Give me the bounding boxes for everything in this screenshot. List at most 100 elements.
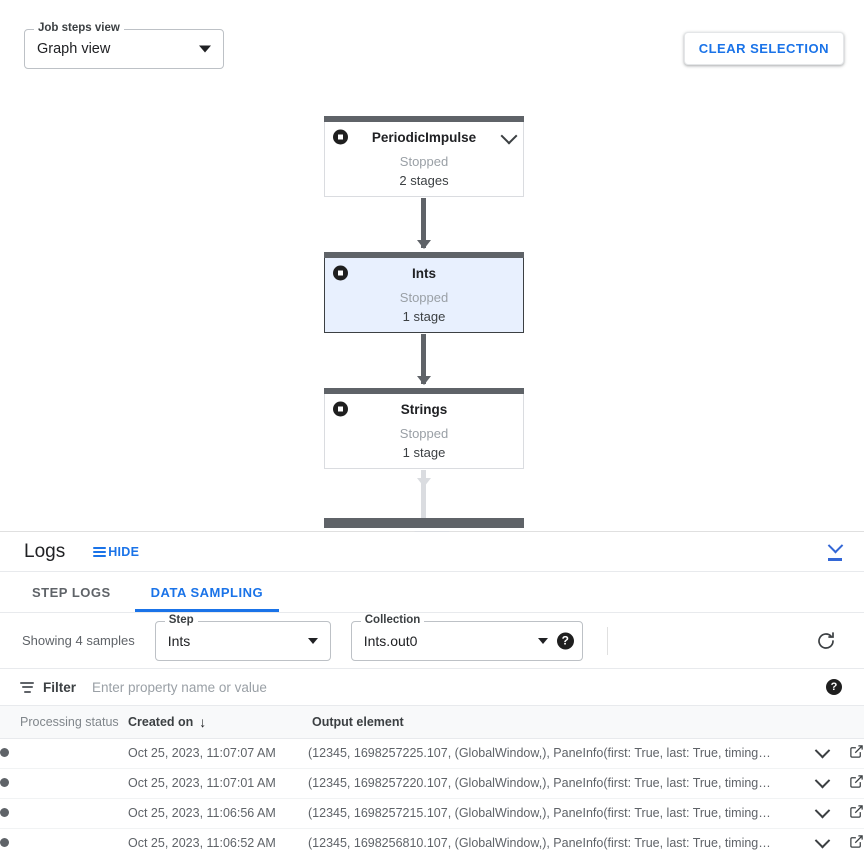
divider [606,626,608,655]
cell-output-element: (12345, 1698257220.107, (GlobalWindow,),… [308,768,782,799]
open-in-new-icon[interactable] [849,774,864,792]
cell-processing-status [0,798,128,829]
cell-created-on: Oct 25, 2023, 11:07:01 AM [128,768,308,799]
expand-row-chevron-down-icon[interactable] [814,772,830,788]
graph-edge-arrow [417,376,431,385]
hamburger-icon [93,546,107,557]
column-header-created-on[interactable]: Created on ↓ [128,706,308,739]
table-row[interactable]: Oct 25, 2023, 11:06:56 AM (12345, 169825… [0,798,864,829]
step-select-label: Step [164,613,198,627]
stop-status-icon [333,265,348,281]
graph-edge [421,334,426,384]
step-select-value: Ints [167,632,191,649]
graph-edge-arrow [417,478,431,487]
showing-samples-label: Showing 4 samples [22,633,135,648]
cell-created-on: Oct 25, 2023, 11:07:07 AM [128,738,308,769]
table-row[interactable]: Oct 25, 2023, 11:07:01 AM (12345, 169825… [0,768,864,799]
node-status-bar [324,388,524,394]
cell-row-actions [782,738,864,769]
cell-row-actions [782,798,864,829]
node-header: Strings [325,394,523,424]
chevron-down-icon [307,637,318,644]
job-graph-pane: Job steps view Graph view CLEAR SELECTIO… [0,22,864,532]
graph-node-ints[interactable]: Ints Stopped 1 stage [324,252,524,333]
step-select[interactable]: Step Ints [154,613,331,661]
expand-row-chevron-down-icon[interactable] [814,802,830,818]
logs-header: Logs HIDE [0,532,864,572]
clear-selection-button[interactable]: CLEAR SELECTION [683,32,844,65]
chevron-down-icon [537,637,548,644]
node-stages-text: 1 stage [402,309,446,324]
processing-status-dot [0,778,9,787]
hide-logs-label: HIDE [108,544,140,559]
node-header: Ints [325,258,523,288]
node-title: Strings [400,401,448,417]
column-header-processing-status[interactable]: Processing status [0,706,128,739]
chevron-down-icon [199,45,211,53]
open-in-new-icon[interactable] [849,744,864,762]
data-sampling-table: Processing status Created on ↓ Output el… [0,706,864,856]
filter-input[interactable] [90,678,864,696]
refresh-icon[interactable] [814,629,838,653]
processing-status-dot [0,808,9,817]
filter-row: Filter ? [0,669,864,706]
cell-output-element: (12345, 1698257215.107, (GlobalWindow,),… [308,798,782,829]
expand-row-chevron-down-icon[interactable] [814,742,830,758]
job-steps-view-label: Job steps view [34,22,124,35]
hide-logs-button[interactable]: HIDE [93,545,139,559]
table-header-row: Processing status Created on ↓ Output el… [0,706,864,739]
graph-edge [421,198,426,248]
cell-row-actions [782,768,864,799]
open-in-new-icon[interactable] [849,834,864,852]
filter-label: Filter [43,679,77,695]
column-header-label: Output element [312,714,404,729]
node-header: PeriodicImpulse [325,122,523,152]
node-status-bar [324,116,524,122]
collection-select[interactable]: Collection Ints.out0 ? [350,613,583,661]
processing-status-dot [0,838,9,847]
help-icon[interactable]: ? [826,679,842,695]
collection-select-label: Collection [360,613,425,627]
graph-node-strings[interactable]: Strings Stopped 1 stage [324,388,524,469]
help-icon[interactable]: ? [556,632,574,649]
job-steps-view-select[interactable]: Job steps view Graph view [24,22,224,69]
node-status-bar [324,252,524,258]
stop-status-icon [333,129,348,145]
node-title: PeriodicImpulse [371,129,477,145]
vertical-align-bottom-icon[interactable] [824,537,846,563]
stop-status-icon [333,401,348,417]
node-stages-text: 1 stage [402,445,446,460]
tab-data-sampling[interactable]: DATA SAMPLING [135,572,279,612]
processing-status-dot [0,748,9,757]
table-body: Oct 25, 2023, 11:07:07 AM (12345, 169825… [0,738,864,856]
open-in-new-icon[interactable] [849,804,864,822]
node-stages-text: 2 stages [399,173,449,188]
cell-processing-status [0,768,128,799]
column-header-output-element[interactable]: Output element [308,706,782,739]
node-status-text: Stopped [399,154,449,169]
tab-step-logs[interactable]: STEP LOGS [32,584,111,600]
expand-row-chevron-down-icon[interactable] [814,832,830,848]
node-status-text: Stopped [399,290,449,305]
cell-output-element: (12345, 1698256810.107, (GlobalWindow,),… [308,828,782,856]
column-header-actions [782,706,864,739]
column-header-label: Created on [128,714,194,729]
graph-node-periodicimpulse[interactable]: PeriodicImpulse Stopped 2 stages [324,116,524,197]
graph-node-partial[interactable] [324,518,524,528]
cell-output-element: (12345, 1698257225.107, (GlobalWindow,),… [308,738,782,769]
chevron-down-icon[interactable] [500,127,518,145]
logs-title: Logs [24,540,66,562]
graph-edge-arrow [417,240,431,249]
sort-descending-icon: ↓ [199,713,207,730]
cell-processing-status [0,738,128,769]
job-steps-view-value: Graph view [37,41,111,57]
cell-created-on: Oct 25, 2023, 11:06:52 AM [128,828,308,856]
cell-processing-status [0,828,128,856]
node-title: Ints [411,265,436,281]
logs-tabs: STEP LOGS DATA SAMPLING [0,572,864,613]
table-row[interactable]: Oct 25, 2023, 11:07:07 AM (12345, 169825… [0,738,864,769]
cell-row-actions [782,828,864,856]
data-sampling-controls: Showing 4 samples Step Ints Collection I… [0,613,864,669]
table-row[interactable]: Oct 25, 2023, 11:06:52 AM (12345, 169825… [0,828,864,856]
graph-edge [421,470,426,520]
